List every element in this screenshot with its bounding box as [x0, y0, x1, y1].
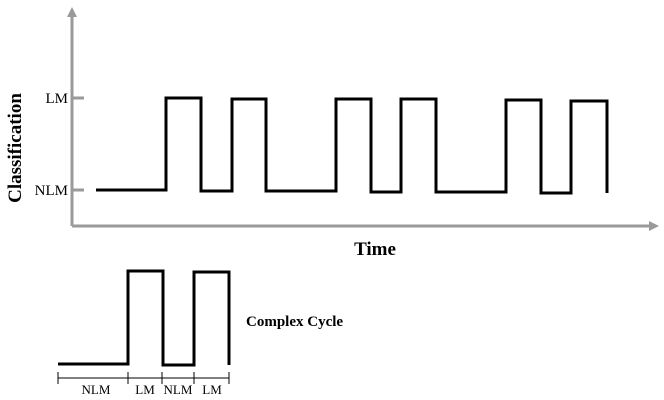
y-label-lm: LM — [46, 91, 69, 107]
cycle-segment-ruler — [57, 372, 230, 384]
y-label-nlm: NLM — [35, 183, 68, 199]
y-axis-title: Classification — [5, 93, 26, 203]
complex-cycle-waveform — [58, 269, 231, 367]
main-signal-waveform — [96, 96, 609, 195]
segment-label-1: NLM — [82, 382, 111, 397]
segment-label-4: LM — [202, 382, 222, 397]
x-axis-title: Time — [354, 239, 396, 260]
segment-label-3: NLM — [164, 382, 193, 397]
complex-cycle-title: Complex Cycle — [246, 314, 343, 330]
segment-label-2: LM — [135, 382, 155, 397]
